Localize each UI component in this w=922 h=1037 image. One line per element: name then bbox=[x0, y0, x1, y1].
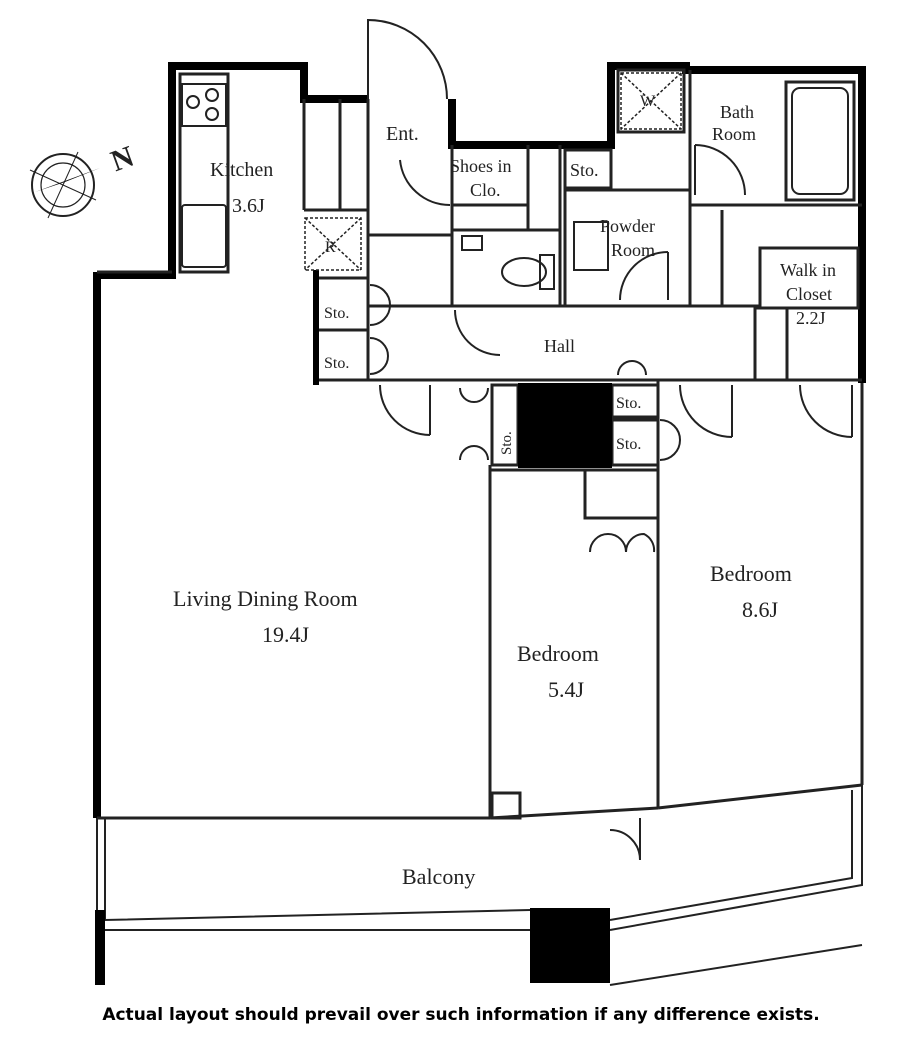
storage-label-left-bottom: Sto. bbox=[324, 355, 349, 372]
outer-walls bbox=[93, 62, 866, 818]
structural-column bbox=[518, 383, 612, 468]
structural-column-balcony bbox=[530, 908, 610, 983]
washer-icon bbox=[620, 72, 682, 130]
doors bbox=[367, 18, 853, 861]
bedroom-large-size: 8.6J bbox=[742, 597, 779, 622]
powder-label-line1: Powder bbox=[600, 216, 655, 236]
walk-in-closet-label-line1: Walk in bbox=[780, 260, 836, 280]
floor-plan: N bbox=[29, 18, 866, 986]
walk-in-closet-label-line2: Closet bbox=[786, 284, 832, 304]
storage-label: Sto. bbox=[570, 160, 599, 180]
powder-label-line2: Room bbox=[611, 240, 655, 260]
bathtub-icon bbox=[791, 87, 849, 195]
compass-icon: N bbox=[29, 140, 139, 219]
disclaimer-text: Actual layout should prevail over such i… bbox=[102, 1005, 820, 1025]
living-label: Living Dining Room bbox=[173, 586, 358, 611]
washer-label: W bbox=[640, 93, 656, 110]
sink-icon bbox=[181, 204, 227, 268]
entrance-label: Ent. bbox=[386, 123, 419, 145]
kitchen-label: Kitchen bbox=[210, 159, 273, 181]
walk-in-closet-size: 2.2J bbox=[796, 308, 826, 328]
balcony-edge bbox=[95, 910, 105, 985]
bedroom-small-size: 5.4J bbox=[548, 677, 585, 702]
kitchen-size: 3.6J bbox=[232, 195, 265, 217]
balcony-label: Balcony bbox=[402, 864, 475, 889]
vanity-sink-icon bbox=[573, 221, 609, 271]
shoes-closet-label-line2: Clo. bbox=[470, 180, 501, 200]
hall-label: Hall bbox=[544, 336, 575, 356]
stove-icon bbox=[181, 83, 227, 127]
storage-label-right-bottom: Sto. bbox=[616, 436, 641, 453]
bath-label-line2: Room bbox=[712, 124, 756, 144]
compass-north-label: N bbox=[107, 140, 139, 179]
refrigerator-icon bbox=[304, 217, 362, 271]
refrigerator-label: R bbox=[325, 239, 336, 256]
bedroom-large-label: Bedroom bbox=[710, 561, 792, 586]
storage-label-vertical: Sto. bbox=[499, 431, 515, 455]
bath-label-line1: Bath bbox=[720, 102, 754, 122]
balcony-outline bbox=[96, 785, 863, 986]
living-size: 19.4J bbox=[262, 622, 310, 647]
storage-label-right-top: Sto. bbox=[616, 395, 641, 412]
bedroom-small-label: Bedroom bbox=[517, 641, 599, 666]
storage-label-left-top: Sto. bbox=[324, 305, 349, 322]
interior-walls bbox=[97, 68, 864, 820]
toilet-icon bbox=[461, 235, 555, 290]
shoes-closet-label-line1: Shoes in bbox=[450, 156, 512, 176]
